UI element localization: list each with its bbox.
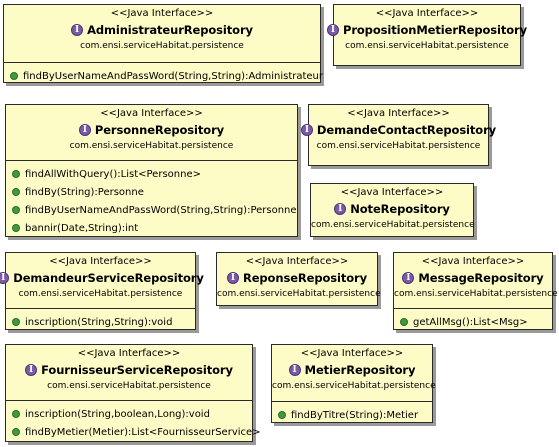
stereotype-label: <<Java Interface>> xyxy=(421,256,525,267)
box-header: <<Java Interface>> I MessageRepository c… xyxy=(394,253,558,300)
stereotype-label: <<Java Interface>> xyxy=(300,348,404,359)
public-method-icon xyxy=(12,318,20,326)
interface-administrateur-repository[interactable]: <<Java Interface>> I AdministrateurRepos… xyxy=(3,4,323,85)
interface-name: MetierRepository xyxy=(304,363,416,377)
interface-icon: I xyxy=(78,124,91,136)
operations-compartment: inscription(String,boolean,Long):void fi… xyxy=(6,400,261,441)
interface-icon: I xyxy=(300,124,313,136)
operations-compartment: inscription(String,String):void xyxy=(6,308,195,331)
package-name: com.ensi.serviceHabitat.persistence xyxy=(80,41,244,51)
interface-icon: I xyxy=(25,364,38,376)
box-header: <<Java Interface>> I DemandeContactRepos… xyxy=(300,105,496,152)
package-name: com.ensi.serviceHabitat.persistence xyxy=(394,289,558,299)
operation-signature: findByMetier(Metier):List<FournisseurSer… xyxy=(25,426,261,438)
interface-name: PropositionMetierRepository xyxy=(342,23,528,37)
operation: findBy(String):Personne xyxy=(6,183,297,201)
box-header: <<Java Interface>> I AdministrateurRepos… xyxy=(4,5,320,52)
package-name: com.ensi.serviceHabitat.persistence xyxy=(311,220,475,230)
operation: findAllWithQuery():List<Personne> xyxy=(6,165,297,183)
operation: getAllMsg():List<Msg> xyxy=(394,313,552,331)
interface-icon: I xyxy=(0,272,10,284)
interface-note-repository[interactable]: <<Java Interface>> I NoteRepository com.… xyxy=(310,183,475,237)
public-method-icon xyxy=(278,411,286,419)
interface-icon: I xyxy=(288,364,301,376)
box-header: <<Java Interface>> I DemandeurServiceRep… xyxy=(0,253,204,300)
stereotype-label: <<Java Interface>> xyxy=(100,108,203,119)
interface-name: NoteRepository xyxy=(350,202,450,216)
package-name: com.ensi.serviceHabitat.persistence xyxy=(69,141,234,151)
stereotype-label: <<Java Interface>> xyxy=(110,8,214,19)
interface-demande-contact-repository[interactable]: <<Java Interface>> I DemandeContactRepos… xyxy=(300,104,496,166)
stereotype-label: <<Java Interface>> xyxy=(77,348,181,359)
interface-demandeur-service-repository[interactable]: <<Java Interface>> I DemandeurServiceRep… xyxy=(0,252,204,331)
box-header: <<Java Interface>> I NoteRepository com.… xyxy=(311,184,475,231)
public-method-icon xyxy=(12,170,20,178)
interface-name: FournisseurServiceRepository xyxy=(41,363,233,377)
interface-icon: I xyxy=(334,203,347,215)
package-name: com.ensi.serviceHabitat.persistence xyxy=(47,381,211,391)
package-name: com.ensi.serviceHabitat.persistence xyxy=(18,289,183,299)
public-method-icon xyxy=(12,428,20,436)
operation-signature: findByTitre(String):Metier xyxy=(291,409,419,421)
operations-compartment: findByUserNameAndPassWord(String,String)… xyxy=(4,62,323,85)
operation: findByTitre(String):Metier xyxy=(272,406,432,424)
public-method-icon xyxy=(12,410,20,418)
package-name: com.ensi.serviceHabitat.persistence xyxy=(316,141,481,151)
interface-message-repository[interactable]: <<Java Interface>> I MessageRepository c… xyxy=(393,252,558,331)
package-name: com.ensi.serviceHabitat.persistence xyxy=(217,289,381,299)
interface-name: AdministrateurRepository xyxy=(87,23,253,37)
operation-signature: getAllMsg():List<Msg> xyxy=(413,316,528,328)
box-header: <<Java Interface>> I PersonneRepository … xyxy=(6,105,297,152)
interface-icon: I xyxy=(326,24,339,36)
public-method-icon xyxy=(12,188,20,196)
public-method-icon xyxy=(10,72,18,80)
interface-name: PersonneRepository xyxy=(94,123,225,137)
interface-icon: I xyxy=(402,272,415,284)
interface-personne-repository[interactable]: <<Java Interface>> I PersonneRepository … xyxy=(5,104,298,237)
interface-proposition-metier-repository[interactable]: <<Java Interface>> I PropositionMetierRe… xyxy=(326,4,527,66)
public-method-icon xyxy=(12,224,20,232)
stereotype-label: <<Java Interface>> xyxy=(375,8,479,19)
interface-name: MessageRepository xyxy=(418,271,544,285)
interface-icon: I xyxy=(226,272,239,284)
stereotype-label: <<Java Interface>> xyxy=(340,187,444,198)
box-header: <<Java Interface>> I ReponseRepository c… xyxy=(217,253,381,300)
operations-compartment: findAllWithQuery():List<Personne> findBy… xyxy=(6,160,297,237)
box-header: <<Java Interface>> I MetierRepository co… xyxy=(272,345,436,392)
interface-reponse-repository[interactable]: <<Java Interface>> I ReponseRepository c… xyxy=(216,252,381,306)
operation: inscription(String,boolean,Long):void xyxy=(6,405,252,423)
operation-signature: findAllWithQuery():List<Personne> xyxy=(25,168,201,180)
operation-signature: inscription(String,boolean,Long):void xyxy=(25,408,210,420)
interface-fournisseur-service-repository[interactable]: <<Java Interface>> I FournisseurServiceR… xyxy=(5,344,261,442)
interface-name: ReponseRepository xyxy=(242,271,368,285)
operation: findByMetier(Metier):List<FournisseurSer… xyxy=(6,423,261,441)
public-method-icon xyxy=(12,206,20,214)
box-header: <<Java Interface>> I FournisseurServiceR… xyxy=(6,345,252,392)
stereotype-label: <<Java Interface>> xyxy=(347,108,450,119)
operation-signature: findByUserNameAndPassWord(String,String)… xyxy=(25,204,297,216)
operation: bannir(Date,String):int xyxy=(6,219,297,237)
public-method-icon xyxy=(400,318,408,326)
operation-signature: inscription(String,String):void xyxy=(25,316,173,328)
operations-compartment: findByTitre(String):Metier xyxy=(272,401,432,424)
operation: inscription(String,String):void xyxy=(6,313,195,331)
operation-signature: findBy(String):Personne xyxy=(25,186,144,198)
operation-signature: bannir(Date,String):int xyxy=(25,222,139,234)
operations-compartment: getAllMsg():List<Msg> xyxy=(394,308,552,331)
interface-name: DemandeurServiceRepository xyxy=(13,271,204,285)
package-name: com.ensi.serviceHabitat.persistence xyxy=(272,381,436,391)
stereotype-label: <<Java Interface>> xyxy=(49,256,152,267)
operation: findByUserNameAndPassWord(String,String)… xyxy=(6,201,297,219)
interface-name: DemandeContactRepository xyxy=(316,123,497,137)
interface-icon: I xyxy=(71,24,84,36)
box-header: <<Java Interface>> I PropositionMetierRe… xyxy=(326,5,527,52)
interface-metier-repository[interactable]: <<Java Interface>> I MetierRepository co… xyxy=(271,344,436,424)
package-name: com.ensi.serviceHabitat.persistence xyxy=(345,41,509,51)
stereotype-label: <<Java Interface>> xyxy=(245,256,349,267)
operation: findByUserNameAndPassWord(String,String)… xyxy=(4,67,323,85)
operation-signature: findByUserNameAndPassWord(String,String)… xyxy=(23,70,323,82)
